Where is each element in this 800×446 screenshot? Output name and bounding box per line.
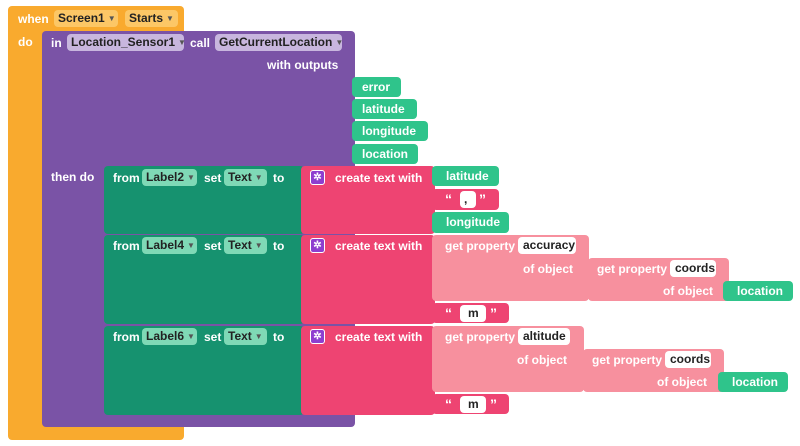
property-name: Text: [228, 238, 252, 252]
of-object-label: of object: [663, 284, 713, 298]
of-object-label: of object: [657, 375, 707, 389]
component-dropdown-screen1[interactable]: Screen1 ▼: [54, 10, 118, 27]
param-label: error: [362, 80, 391, 94]
chevron-down-icon: ▼: [187, 332, 195, 341]
text-literal-m-block[interactable]: “ m ”: [432, 303, 509, 323]
chevron-down-icon: ▼: [254, 173, 263, 182]
property-name-field[interactable]: coords: [665, 351, 711, 368]
close-quote: ”: [490, 396, 497, 412]
property-dropdown-text[interactable]: Text ▼: [224, 328, 267, 345]
to-label: to: [273, 171, 285, 185]
component-dropdown-location-sensor[interactable]: Location_Sensor1 ▼: [67, 34, 186, 51]
output-param-latitude[interactable]: latitude: [352, 99, 417, 119]
variable-label: location: [737, 284, 784, 298]
get-property-label: get property: [445, 330, 516, 344]
method-name: GetCurrentLocation: [219, 35, 333, 49]
variable-label: longitude: [446, 215, 500, 229]
chevron-down-icon: ▼: [254, 241, 263, 250]
open-quote: “: [445, 191, 452, 207]
chevron-down-icon: ▼: [254, 332, 263, 341]
set-label6-text-block[interactable]: [104, 326, 304, 415]
to-label: to: [273, 330, 285, 344]
param-label: location: [362, 147, 409, 161]
component-name: Label2: [146, 170, 185, 184]
param-label: latitude: [362, 102, 405, 116]
chevron-down-icon: ▼: [187, 173, 195, 182]
get-location-block[interactable]: location: [718, 372, 788, 392]
to-label: to: [273, 239, 285, 253]
text-literal-comma-block[interactable]: “ , ”: [432, 189, 499, 210]
variable-label: latitude: [446, 169, 489, 183]
close-quote: ”: [490, 305, 497, 321]
get-property-label: get property: [445, 239, 516, 253]
chevron-down-icon: ▼: [166, 14, 174, 23]
component-dropdown-label6[interactable]: Label6 ▼: [142, 328, 197, 345]
set-label: set: [204, 239, 222, 253]
component-dropdown-label4[interactable]: Label4 ▼: [142, 237, 197, 254]
then-do-label: then do: [51, 170, 95, 184]
text-literal-value[interactable]: m: [460, 305, 486, 322]
do-label: do: [18, 35, 33, 49]
close-quote: ”: [479, 191, 486, 207]
set-label2-text-block[interactable]: [104, 166, 304, 234]
get-location-block[interactable]: location: [723, 281, 793, 301]
param-label: longitude: [362, 124, 416, 138]
property-name-field[interactable]: coords: [670, 260, 716, 277]
open-quote: “: [445, 305, 452, 321]
of-object-label: of object: [517, 353, 567, 367]
chevron-down-icon: ▼: [187, 241, 195, 250]
event-dropdown-starts[interactable]: Starts ▼: [125, 10, 178, 27]
set-label4-text-block[interactable]: [104, 235, 304, 324]
gear-icon[interactable]: ✲: [310, 170, 325, 185]
from-label: from: [113, 171, 140, 185]
open-quote: “: [445, 396, 452, 412]
method-dropdown-get-current-location[interactable]: GetCurrentLocation ▼: [215, 34, 344, 51]
chevron-down-icon: ▼: [335, 38, 344, 47]
in-label: in: [51, 36, 62, 50]
text-literal-value[interactable]: ,: [460, 191, 476, 208]
component-name: Screen1: [58, 11, 105, 25]
of-object-label: of object: [523, 262, 573, 276]
set-label: set: [204, 330, 222, 344]
when-label: when: [18, 12, 49, 26]
block-bottom-notch: [56, 430, 70, 434]
property-dropdown-text[interactable]: Text ▼: [224, 237, 267, 254]
gear-icon[interactable]: ✲: [310, 329, 325, 344]
create-text-label: create text with: [335, 239, 423, 253]
call-label: call: [190, 36, 211, 50]
get-latitude-block[interactable]: latitude: [432, 166, 499, 186]
set-label: set: [204, 171, 222, 185]
variable-label: location: [732, 375, 779, 389]
output-param-longitude[interactable]: longitude: [352, 121, 428, 141]
from-label: from: [113, 239, 140, 253]
property-name: Text: [228, 329, 252, 343]
get-property-label: get property: [592, 353, 663, 367]
with-outputs-label: with outputs: [267, 58, 339, 72]
property-name: Text: [228, 170, 252, 184]
component-name: Label4: [146, 238, 185, 252]
component-dropdown-label2[interactable]: Label2 ▼: [142, 169, 197, 186]
event-name: Starts: [129, 11, 164, 25]
from-label: from: [113, 330, 140, 344]
text-literal-m-block[interactable]: “ m ”: [432, 394, 509, 414]
create-text-label: create text with: [335, 171, 423, 185]
text-literal-value[interactable]: m: [460, 396, 486, 413]
get-longitude-block[interactable]: longitude: [432, 212, 509, 233]
output-param-location[interactable]: location: [352, 144, 418, 164]
property-dropdown-text[interactable]: Text ▼: [224, 169, 267, 186]
create-text-label: create text with: [335, 330, 423, 344]
component-name: Location_Sensor1: [71, 35, 176, 49]
chevron-down-icon: ▼: [178, 38, 186, 47]
property-name-field[interactable]: accuracy: [518, 237, 576, 254]
gear-icon[interactable]: ✲: [310, 238, 325, 253]
chevron-down-icon: ▼: [107, 14, 116, 23]
get-property-label: get property: [597, 262, 668, 276]
property-name-field[interactable]: altitude: [518, 328, 570, 345]
component-name: Label6: [146, 329, 185, 343]
output-param-error[interactable]: error: [352, 77, 401, 97]
